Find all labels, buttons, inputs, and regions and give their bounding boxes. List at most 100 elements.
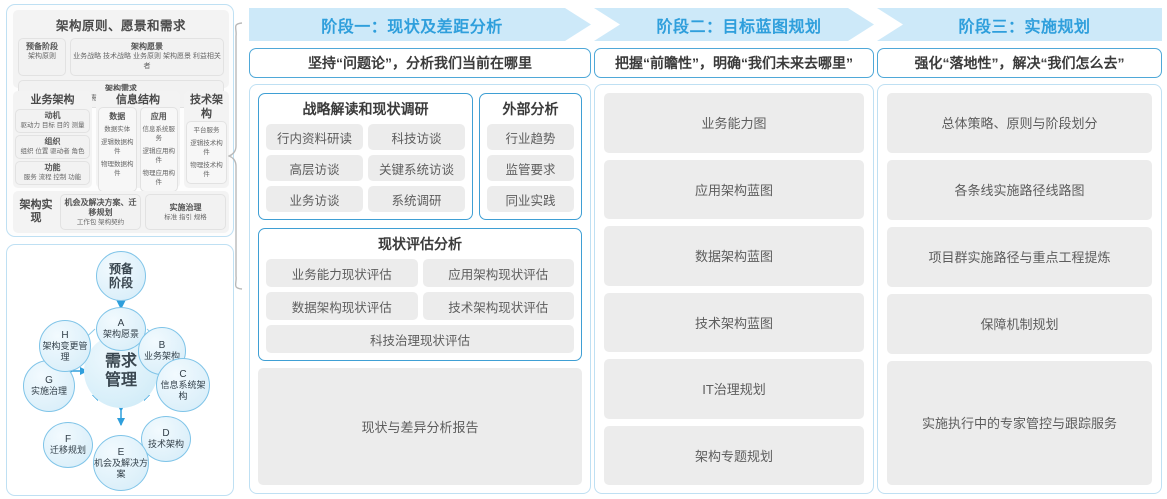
chip-assurance-mechanism-plan[interactable]: 保障机制规划 (887, 293, 1152, 354)
external-analysis-title: 外部分析 (502, 101, 559, 117)
chip-system-research[interactable]: 系统调研 (368, 186, 465, 212)
phase-3-subtitle: 强化“落地性”，解决“我们怎么去” (877, 48, 1162, 78)
implementation-governance-head: 实施治理 (169, 202, 202, 212)
external-analysis-chips: 行业趋势 监管要求 同业实践 (487, 124, 574, 212)
chip-business-interview[interactable]: 业务访谈 (266, 186, 363, 212)
togaf-section-title: 架构原则、愿景和需求 (55, 19, 186, 33)
adm-node-f: F 迁移规划 (43, 422, 93, 468)
technology-items: 平台服务 逻辑技术构件 物理技术构件 (186, 121, 227, 184)
data-subcolumn: 数据 数据实体 逻辑数据构件 物理数据构件 (98, 107, 137, 192)
realization-label: 架构实现 (19, 199, 53, 224)
architecture-vision-sub: 业务战略 技术战略 业务原则 架构愿景 利益相关者 (73, 53, 221, 70)
technology-architecture-title: 技术架构 (190, 94, 223, 120)
physical-data-component: 物理数据构件 (101, 161, 134, 177)
technology-architecture-column: 技术架构 平台服务 逻辑技术构件 物理技术构件 (184, 91, 229, 188)
phase-2-body: 业务能力图 应用架构蓝图 数据架构蓝图 技术架构蓝图 IT治理规划 架构专题规划 (594, 84, 874, 494)
prep-phase-head: 预备阶段 (26, 42, 58, 51)
application-head: 应用 (150, 112, 167, 121)
current-state-assessment-title: 现状评估分析 (378, 236, 462, 252)
chip-key-system-interview[interactable]: 关键系统访谈 (368, 155, 465, 181)
architecture-realization-row: 架构实现 机会及解决方案、迁移规划 工作包 架构契约 实施治理 标准 指引 规格 (13, 191, 229, 233)
chip-line-implementation-roadmap[interactable]: 各条线实施路径线路图 (887, 159, 1152, 220)
architecture-vision-cell: 架构愿景 业务战略 技术战略 业务原则 架构愿景 利益相关者 (70, 38, 224, 76)
chip-business-capability-assessment[interactable]: 业务能力现状评估 (266, 259, 418, 287)
opportunities-migration-head: 机会及解决方案、迁移规划 (64, 197, 137, 217)
organization-sub: 组织 位置 驱动者 角色 (20, 148, 85, 155)
chip-technology-architecture-assessment[interactable]: 技术架构现状评估 (422, 292, 574, 320)
phase-3-list: 总体策略、原则与阶段划分 各条线实施路径线路图 项目群实施路径与重点工程提炼 保… (887, 93, 1152, 486)
business-architecture-title: 业务架构 (30, 94, 75, 106)
application-subcolumn: 应用 信息系统服务 逻辑应用构件 物理应用构件 (139, 107, 178, 192)
chip-data-architecture-assessment[interactable]: 数据架构现状评估 (266, 292, 418, 320)
phase-2-list: 业务能力图 应用架构蓝图 数据架构蓝图 技术架构蓝图 IT治理规划 架构专题规划 (604, 93, 864, 485)
adm-node-a: A 架构愿景 (96, 307, 146, 351)
chip-regulatory-requirement[interactable]: 监管要求 (487, 155, 574, 181)
information-system-service: 信息系统服务 (142, 126, 176, 142)
phase-1-report-row: 现状与差异分析报告 (258, 368, 582, 485)
phase-1-body: 战略解读和现状调研 行内资料研读 科技访谈 高层访谈 关键系统访谈 业务访谈 系… (249, 84, 591, 494)
chip-it-governance-plan[interactable]: IT治理规划 (604, 359, 864, 419)
phase-1-assessment-row: 现状评估分析 业务能力现状评估 应用架构现状评估 数据架构现状评估 技术架构现状… (258, 228, 582, 361)
logical-application-component: 逻辑应用构件 (142, 148, 176, 164)
principles-vision-row: 预备阶段 架构原则 架构愿景 业务战略 技术战略 业务原则 架构愿景 利益相关者 (13, 34, 229, 76)
business-function-block: 功能 服务 流程 控制 功能 (15, 161, 90, 185)
chip-tech-governance-assessment[interactable]: 科技治理现状评估 (266, 325, 574, 353)
data-head: 数据 (109, 112, 126, 121)
chip-executive-interview[interactable]: 高层访谈 (266, 155, 363, 181)
chip-expert-control-tracking-service[interactable]: 实施执行中的专家管控与跟踪服务 (887, 360, 1152, 486)
adm-node-c: C 信息系统架构 (156, 358, 210, 412)
implementation-governance-sub: 标准 指引 规格 (164, 213, 207, 221)
phase-1-subtitle: 坚持“问题论”，分析我们当前在哪里 (249, 48, 591, 78)
motivation-head: 动机 (44, 111, 61, 120)
business-architecture-column: 业务架构 动机 驱动力 目标 目的 测量 组织 组织 位置 驱动者 角色 功能 … (13, 91, 92, 188)
logical-technology-component: 逻辑技术构件 (190, 140, 223, 156)
connector-brace (228, 22, 243, 290)
strategy-research-box: 战略解读和现状调研 行内资料研读 科技访谈 高层访谈 关键系统访谈 业务访谈 系… (258, 93, 473, 220)
adm-node-e: E 机会及解决方案 (93, 435, 149, 491)
physical-application-component: 物理应用构件 (142, 170, 176, 186)
chip-tech-interview[interactable]: 科技访谈 (368, 124, 465, 150)
information-structure-column: 信息结构 数据 数据实体 逻辑数据构件 物理数据构件 应用 信息系统服务 逻辑应… (96, 91, 180, 192)
chip-data-architecture-blueprint[interactable]: 数据架构蓝图 (604, 226, 864, 286)
motivation-sub: 驱动力 目标 目的 测量 (20, 122, 85, 129)
phase-3-banner: 阶段三：实施规划 (877, 8, 1162, 41)
phase-1-banner-label: 阶段一：现状及差距分析 (321, 18, 503, 36)
platform-service: 平台服务 (193, 127, 220, 134)
function-head: 功能 (44, 163, 61, 172)
architecture-requirements-head: 架构需求 (105, 84, 137, 93)
left-panel: 架构原则、愿景和需求 预备阶段 架构原则 架构愿景 业务战略 技术战略 业务原则… (6, 4, 234, 496)
chip-application-architecture-blueprint[interactable]: 应用架构蓝图 (604, 159, 864, 219)
adm-node-prep: 预备 阶段 (96, 251, 146, 301)
chip-program-implementation-path[interactable]: 项目群实施路径与重点工程提炼 (887, 226, 1152, 287)
organization-head: 组织 (44, 137, 61, 146)
chip-business-capability-map[interactable]: 业务能力图 (604, 93, 864, 153)
external-analysis-box: 外部分析 行业趋势 监管要求 同业实践 (479, 93, 582, 220)
assessment-chip-grid: 业务能力现状评估 应用架构现状评估 数据架构现状评估 技术架构现状评估 (266, 259, 574, 320)
phase-2-subtitle: 把握“前瞻性”，明确“我们未来去哪里” (594, 48, 874, 78)
architecture-vision-head: 架构愿景 (131, 42, 163, 51)
business-organization-block: 组织 组织 位置 驱动者 角色 (15, 135, 90, 159)
chip-technology-architecture-blueprint[interactable]: 技术架构蓝图 (604, 292, 864, 352)
togaf-framework-card: 架构原则、愿景和需求 预备阶段 架构原则 架构愿景 业务战略 技术战略 业务原则… (6, 4, 234, 237)
strategy-research-title: 战略解读和现状调研 (302, 101, 429, 117)
chip-internal-materials[interactable]: 行内资料研读 (266, 124, 363, 150)
chip-overall-strategy[interactable]: 总体策略、原则与阶段划分 (887, 93, 1152, 153)
business-motivation-block: 动机 驱动力 目标 目的 测量 (15, 109, 90, 133)
opportunities-migration-box: 机会及解决方案、迁移规划 工作包 架构契约 (60, 194, 141, 230)
information-subcolumns: 数据 数据实体 逻辑数据构件 物理数据构件 应用 信息系统服务 逻辑应用构件 物… (98, 107, 178, 192)
architecture-domains-row: 业务架构 动机 驱动力 目标 目的 测量 组织 组织 位置 驱动者 角色 功能 … (13, 91, 229, 192)
information-structure-title: 信息结构 (116, 94, 160, 106)
chip-peer-practice[interactable]: 同业实践 (487, 186, 574, 212)
chip-architecture-topic-plan[interactable]: 架构专题规划 (604, 425, 864, 485)
phase-2-banner-label: 阶段二：目标蓝图规划 (656, 18, 822, 36)
opportunities-migration-sub: 工作包 架构契约 (76, 218, 125, 226)
implementation-governance-box: 实施治理 标准 指引 规格 (145, 194, 226, 230)
chip-gap-analysis-report[interactable]: 现状与差异分析报告 (258, 368, 582, 485)
logical-data-component: 逻辑数据构件 (101, 139, 134, 155)
phase-3-banner-label: 阶段三：实施规划 (958, 18, 1091, 36)
architecture-principles-section: 架构原则、愿景和需求 预备阶段 架构原则 架构愿景 业务战略 技术战略 业务原则… (13, 10, 229, 108)
chip-industry-trend[interactable]: 行业趋势 (487, 124, 574, 150)
chip-application-architecture-assessment[interactable]: 应用架构现状评估 (422, 259, 574, 287)
phase-1-top-row: 战略解读和现状调研 行内资料研读 科技访谈 高层访谈 关键系统访谈 业务访谈 系… (258, 93, 582, 220)
